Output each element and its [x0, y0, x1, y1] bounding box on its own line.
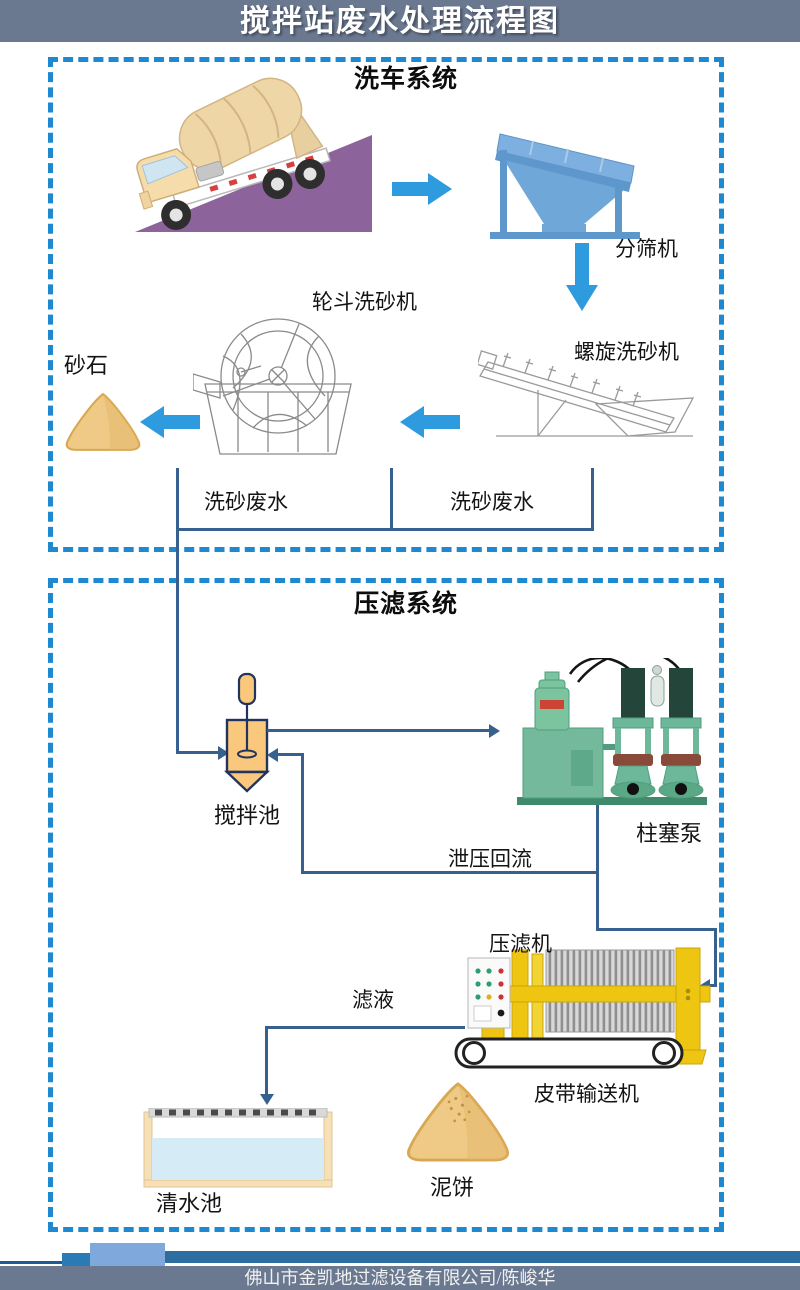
flow-arrow-down-icon: [563, 243, 601, 313]
flow-arrow-right-icon: [392, 170, 454, 208]
mixer-truck-icon: [115, 55, 385, 240]
footer-stripe-square: [62, 1253, 90, 1266]
footer-company-text: 佛山市金凯地过滤设备有限公司/陈峻华: [244, 1268, 556, 1288]
connector-line: [390, 468, 393, 530]
wheel-washer-label: 轮斗洗砂机: [312, 291, 417, 314]
flow-arrow-left-icon: [398, 403, 460, 441]
clear-water-tank-icon: [143, 1108, 333, 1188]
connector-line: [176, 528, 594, 531]
spiral-washer-label: 螺旋洗砂机: [574, 341, 679, 364]
plunger-pump-icon: [515, 658, 710, 808]
mud-cake-icon: [402, 1078, 514, 1166]
header-band: [0, 0, 800, 42]
connector-line: [591, 468, 594, 530]
arrowhead-icon: [489, 724, 500, 738]
spiral-washer-icon: [478, 348, 706, 443]
arrowhead-icon: [260, 1094, 274, 1105]
page-title: 搅拌站废水处理流程图: [240, 5, 560, 38]
wastewater-left-label: 洗砂废水: [204, 491, 288, 514]
wastewater-right-label: 洗砂废水: [450, 491, 534, 514]
wash-system-box: [48, 57, 724, 552]
connector-line: [176, 528, 179, 753]
belt-conveyor-icon: [453, 1036, 685, 1070]
flow-arrow-left-icon: [138, 403, 200, 441]
mud-cake-label: 泥饼: [430, 1175, 475, 1200]
footer-stripe-thin: [0, 1261, 62, 1264]
connector-line: [596, 928, 717, 931]
press-system-title: 压滤系统: [353, 590, 458, 618]
connector-line: [176, 751, 218, 754]
screener-label: 分筛机: [615, 238, 678, 261]
connector-line: [709, 984, 717, 987]
mixing-tank-icon: [205, 668, 289, 794]
connector-line: [265, 1026, 268, 1094]
footer-band: [0, 1266, 800, 1290]
footer-stripe-light: [90, 1243, 165, 1266]
connector-line: [301, 871, 599, 874]
connector-line: [596, 805, 599, 931]
sand-label: 砂石: [64, 353, 109, 378]
connector-line: [301, 755, 304, 874]
filter-press-label: 压滤机: [489, 933, 552, 956]
connector-line: [714, 928, 717, 987]
plunger-pump-label: 柱塞泵: [636, 821, 703, 846]
wash-system-title: 洗车系统: [353, 65, 458, 93]
clear-water-tank-label: 清水池: [156, 1191, 223, 1216]
connector-line: [278, 753, 304, 756]
mixing-tank-label: 搅拌池: [213, 803, 280, 828]
belt-conveyor-label: 皮带输送机: [534, 1083, 639, 1106]
press-system-box: [48, 578, 724, 1232]
arrowhead-icon: [218, 746, 229, 760]
wheel-washer-icon: [193, 316, 363, 458]
connector-line: [176, 468, 179, 530]
relief-return-label: 泄压回流: [448, 848, 532, 871]
sand-pile-icon: [62, 390, 144, 454]
screener-machine-icon: [488, 128, 643, 250]
filtrate-label: 滤液: [352, 989, 394, 1012]
connector-line: [267, 729, 489, 732]
connector-line: [265, 1026, 465, 1029]
arrowhead-icon: [267, 748, 278, 762]
footer-stripe-band: [165, 1251, 800, 1263]
